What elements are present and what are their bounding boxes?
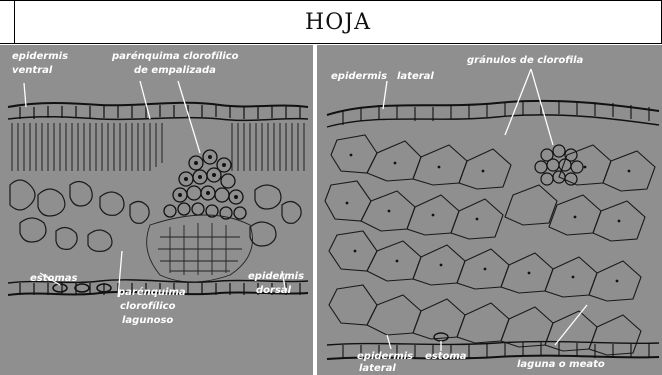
header-left-cell [0, 1, 15, 43]
leaf-section-left-image: epidermis ventral parénquima clorofílico… [0, 45, 313, 375]
label-epidermis-dorsal-1: epidermis [248, 271, 304, 282]
header-row: HOJA [0, 0, 662, 44]
label-parenquima-lagunoso-3: lagunoso [122, 315, 173, 326]
leaf-section-right-image: epidermis lateral gránulos de clorofila … [317, 45, 662, 375]
label-epidermis-lateral-bottom-1: epidermis [357, 351, 413, 362]
leaf-section-left-drawing: epidermis ventral parénquima clorofílico… [0, 45, 313, 375]
label-parenquima-lagunoso-2: clorofílico [120, 300, 176, 312]
label-parenquima-lagunoso-1: parénquima [117, 286, 186, 298]
label-epidermis-lateral-top-1: epidermis [331, 71, 387, 82]
label-epidermis-ventral-2: ventral [12, 65, 53, 76]
label-granulos-clorofila: gránulos de clorofila [467, 54, 584, 66]
label-epidermis-lateral-top-2: lateral [397, 71, 434, 82]
label-laguna-meato: laguna o meato [517, 359, 605, 370]
page-title: HOJA [14, 1, 662, 43]
label-estomas: estomas [30, 273, 78, 284]
label-parenquima-empalizada-2: de empalizada [134, 65, 216, 76]
label-epidermis-lateral-bottom-2: lateral [359, 363, 396, 374]
leaf-section-right-drawing: epidermis lateral gránulos de clorofila … [317, 45, 662, 375]
label-epidermis-dorsal-2: dorsal [256, 285, 292, 296]
label-estoma: estoma [425, 351, 467, 362]
label-epidermis-ventral-1: epidermis [12, 51, 68, 62]
label-parenquima-empalizada-1: parénquima clorofílico [111, 50, 239, 62]
